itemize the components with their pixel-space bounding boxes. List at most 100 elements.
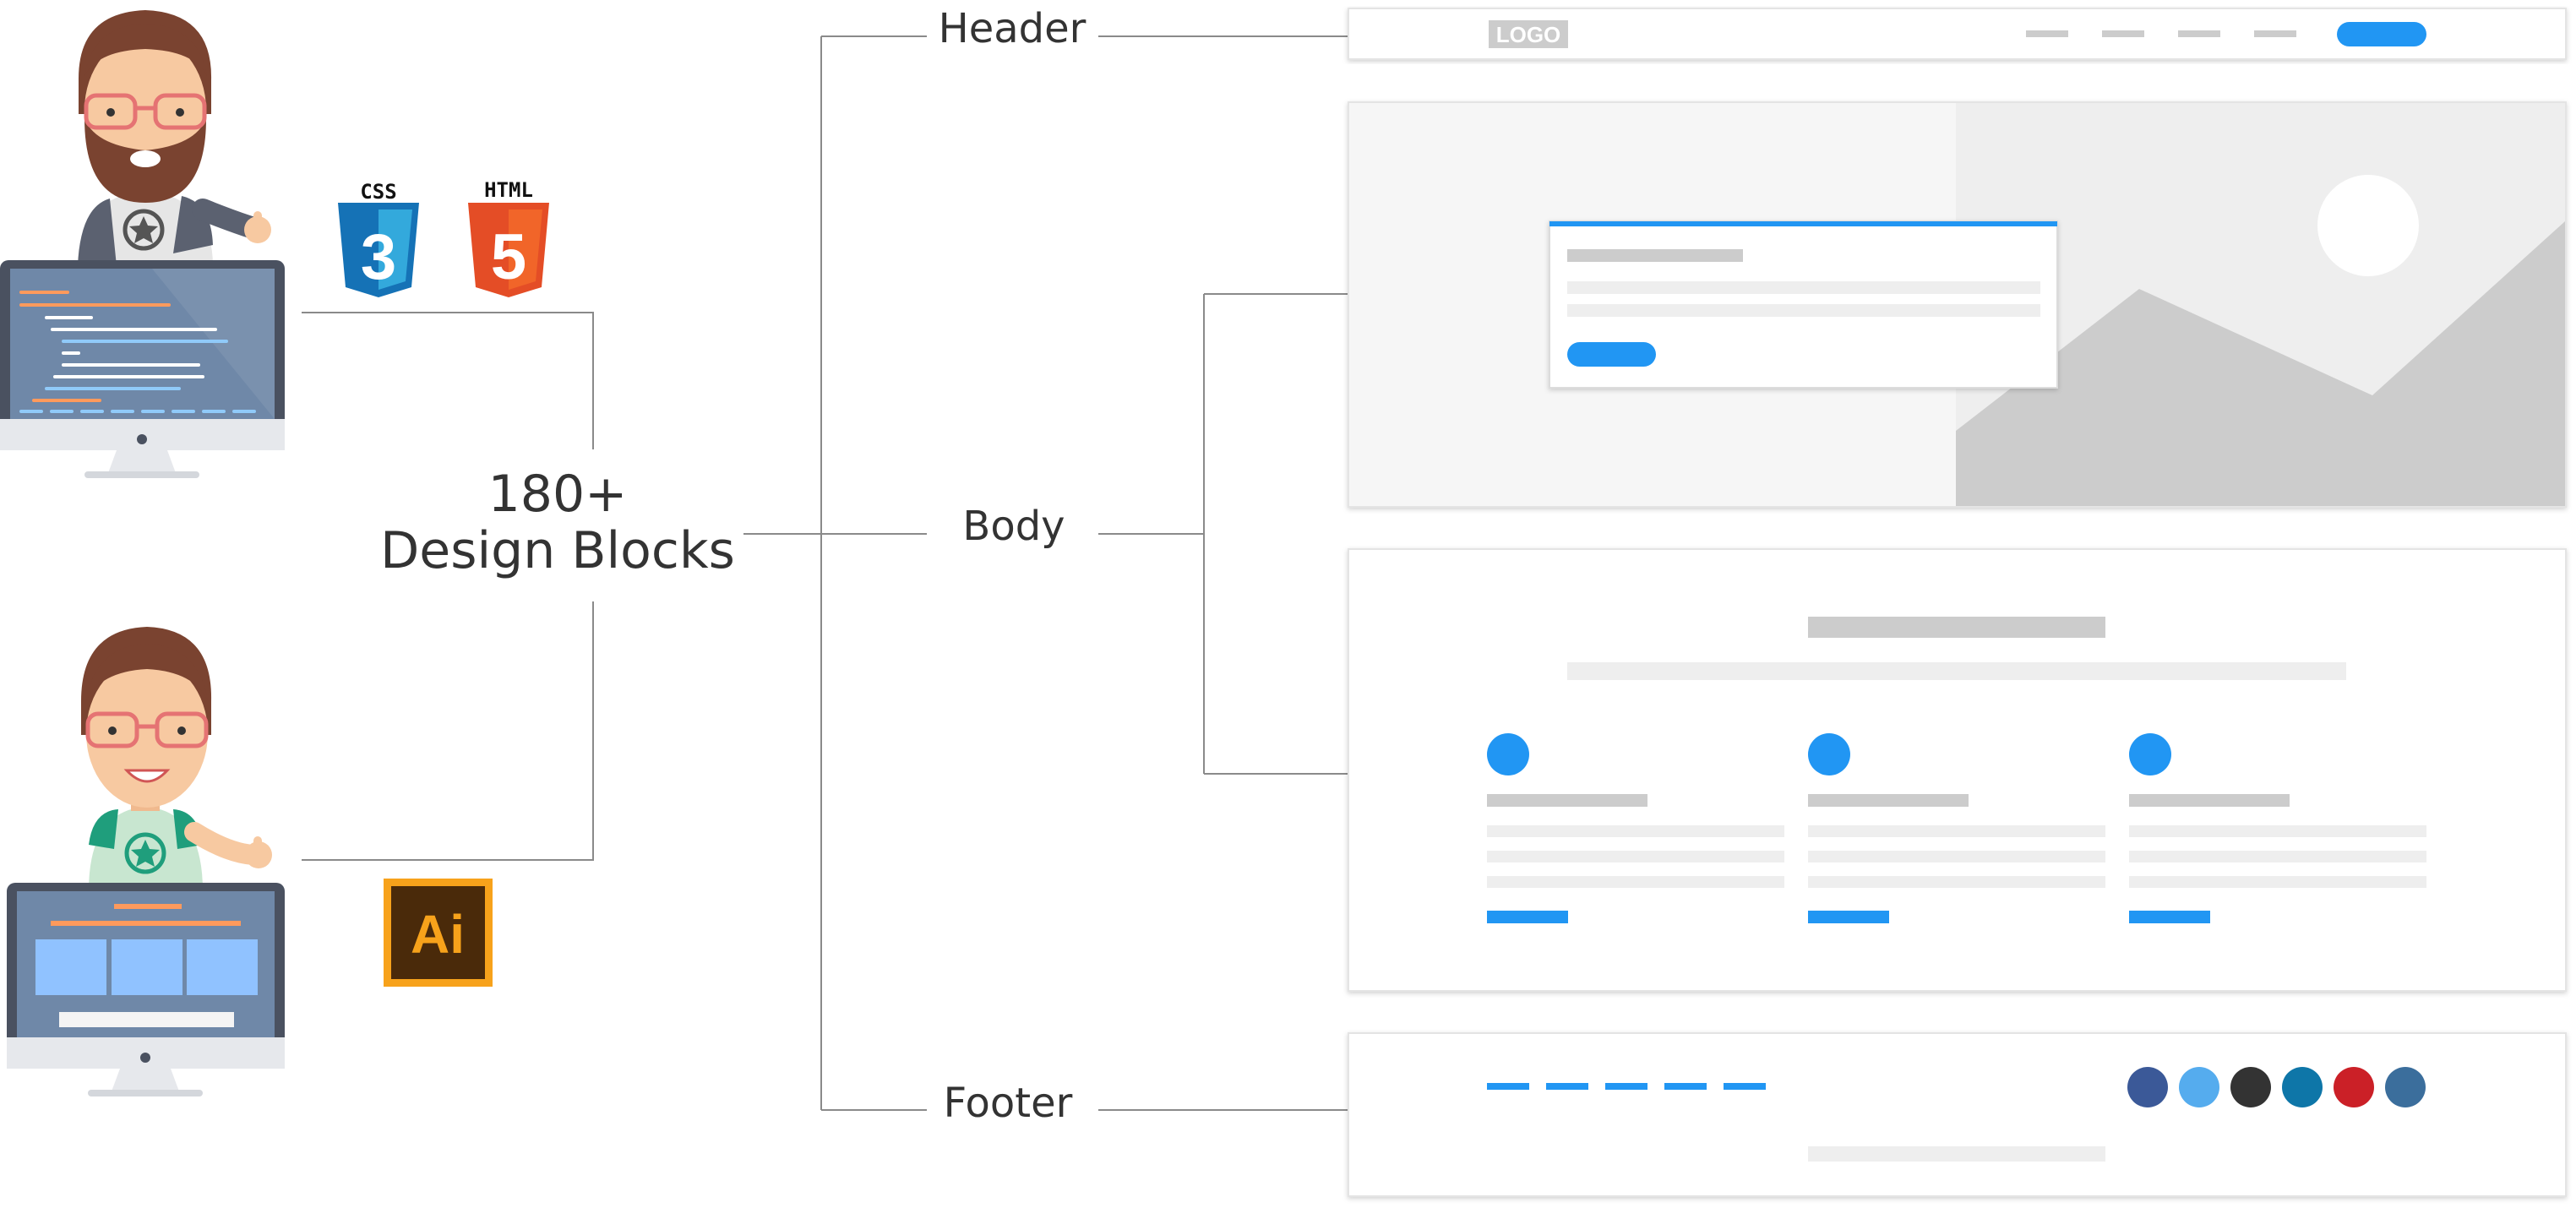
social-icon bbox=[2334, 1067, 2374, 1107]
star-icon bbox=[129, 216, 158, 243]
mockup-column bbox=[112, 939, 182, 995]
feature-text-line bbox=[1808, 851, 2105, 862]
feature-link bbox=[1487, 911, 1568, 923]
monitor-base bbox=[88, 1090, 203, 1096]
center-label-title: Design Blocks bbox=[380, 521, 735, 580]
footer-links bbox=[1487, 1083, 1766, 1090]
hero-card-text-line bbox=[1567, 281, 2040, 294]
developer-avatar bbox=[78, 10, 271, 266]
designer-glasses-right bbox=[155, 711, 209, 748]
mockup-subtitle-bar bbox=[51, 921, 241, 926]
footer-link bbox=[1546, 1083, 1588, 1090]
section-label-body: Body bbox=[962, 503, 1065, 550]
designer-arm-right bbox=[184, 822, 264, 865]
monitor-stand bbox=[108, 450, 176, 473]
illustrator-icon: Ai bbox=[384, 879, 493, 987]
hero-card-button bbox=[1567, 342, 1656, 367]
header-nav-item bbox=[2254, 30, 2296, 37]
header-nav bbox=[2026, 30, 2296, 37]
footer-copyright-bar bbox=[1808, 1146, 2105, 1162]
developer-hair-top bbox=[84, 24, 207, 76]
feature-title bbox=[1808, 794, 1969, 807]
designer-mouth bbox=[123, 769, 171, 783]
logo-text: LOGO bbox=[1496, 22, 1561, 47]
css3-icon: CSS 3 bbox=[338, 180, 419, 297]
html5-digit: 5 bbox=[491, 221, 526, 293]
social-icon bbox=[2179, 1067, 2219, 1107]
wireframe-hero-block bbox=[1348, 101, 2567, 508]
designer-hair-top bbox=[86, 644, 208, 701]
features-block-card bbox=[1348, 548, 2567, 992]
feature-icon bbox=[1487, 733, 1529, 775]
css3-label: CSS bbox=[360, 180, 396, 204]
wireframe-features-block bbox=[1348, 548, 2567, 992]
code-lines bbox=[19, 291, 259, 413]
wireframe-footer-block bbox=[1348, 1032, 2567, 1197]
header-nav-item bbox=[2178, 30, 2220, 37]
hero-card-title bbox=[1567, 249, 1743, 262]
feature-icon bbox=[2129, 733, 2171, 775]
feature-text-line bbox=[1487, 851, 1784, 862]
connector-developer bbox=[302, 312, 594, 449]
connector-designer bbox=[302, 601, 594, 861]
feature-link bbox=[1808, 911, 1889, 923]
social-icon bbox=[2127, 1067, 2168, 1107]
designer-eye-left bbox=[108, 726, 117, 735]
designer-sleeve-left bbox=[89, 809, 118, 849]
social-icon bbox=[2230, 1067, 2271, 1107]
header-nav-item bbox=[2026, 30, 2068, 37]
feature-title bbox=[1487, 794, 1647, 807]
feature-text-line bbox=[1808, 825, 2105, 837]
section-label-header: Header bbox=[939, 5, 1086, 52]
footer-link bbox=[1605, 1083, 1647, 1090]
image-placeholder-sun bbox=[2317, 175, 2419, 276]
developer-glasses-left bbox=[84, 93, 138, 130]
developer-shirt-emblem bbox=[123, 209, 165, 251]
monitor-screen-shine bbox=[152, 269, 275, 419]
feature-text-line bbox=[2129, 851, 2426, 862]
wireframe-header-block: LOGO bbox=[1348, 8, 2567, 60]
designer-thumb-icon bbox=[245, 841, 272, 868]
social-icon bbox=[2282, 1067, 2323, 1107]
hero-card-text-line bbox=[1567, 304, 2040, 317]
social-icon bbox=[2385, 1067, 2426, 1107]
feature-text-line bbox=[1808, 876, 2105, 888]
designer-glasses-left bbox=[85, 711, 139, 748]
feature-link bbox=[2129, 911, 2210, 923]
monitor-base bbox=[84, 471, 199, 478]
header-nav-item bbox=[2102, 30, 2144, 37]
designer-eye-right bbox=[177, 726, 186, 735]
html5-label: HTML bbox=[484, 178, 533, 202]
image-placeholder-icon bbox=[1956, 221, 2565, 506]
developer-eye-left bbox=[106, 108, 115, 117]
monitor-stand bbox=[112, 1069, 179, 1091]
feature-text-line bbox=[1487, 876, 1784, 888]
hero-card-accent bbox=[1549, 221, 2057, 226]
footer-link bbox=[1724, 1083, 1766, 1090]
monitor-button bbox=[140, 1053, 150, 1063]
feature-text-line bbox=[1487, 825, 1784, 837]
css3-digit: 3 bbox=[361, 221, 396, 293]
star-icon bbox=[131, 840, 160, 867]
mockup-title-bar bbox=[114, 904, 182, 909]
mockup-footer-bar bbox=[59, 1012, 234, 1027]
developer-thumb-icon bbox=[244, 216, 271, 243]
features-title bbox=[1808, 617, 2105, 638]
developer-sleeve-left bbox=[78, 199, 117, 266]
section-label-footer: Footer bbox=[944, 1080, 1073, 1127]
html5-icon: HTML 5 bbox=[468, 178, 549, 297]
feature-text-line bbox=[2129, 876, 2426, 888]
social-icons bbox=[2127, 1067, 2426, 1107]
illustrator-label: Ai bbox=[411, 904, 465, 965]
css3-shield-shade bbox=[379, 209, 412, 290]
logo-placeholder bbox=[1489, 20, 1568, 48]
monitor-icon bbox=[0, 260, 285, 478]
monitor-button bbox=[137, 434, 147, 444]
monitor-icon bbox=[7, 883, 285, 1096]
features-subtitle bbox=[1567, 662, 2346, 680]
feature-title bbox=[2129, 794, 2290, 807]
footer-block-card bbox=[1348, 1032, 2567, 1197]
footer-link bbox=[1487, 1083, 1529, 1090]
header-cta-button bbox=[2337, 22, 2426, 46]
designer-face bbox=[86, 659, 208, 808]
